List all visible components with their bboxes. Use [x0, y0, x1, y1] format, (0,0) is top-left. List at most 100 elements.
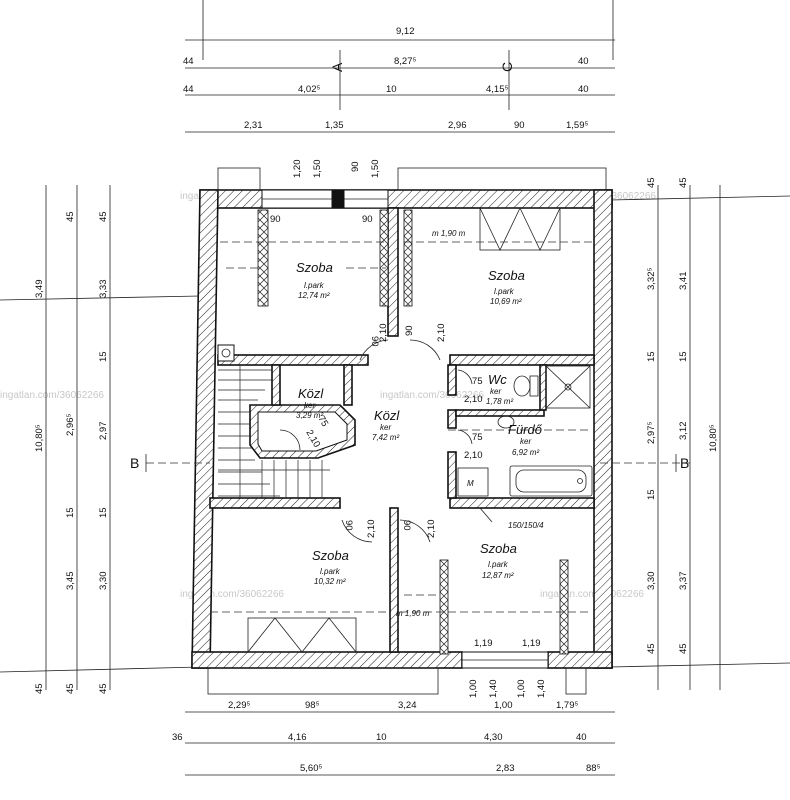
- wall-kozl-small-left: [271, 364, 281, 406]
- watermark: ingatlan.com/36062266: [380, 390, 484, 401]
- dim-value: 4,02⁵: [298, 84, 320, 95]
- watermark: ingatlan.com/36062266: [0, 390, 104, 401]
- dim-value: 15: [65, 507, 76, 518]
- dim-value: 3,24: [398, 700, 417, 711]
- wall-furdo-left-lower: [447, 451, 457, 499]
- room-szoba-nw: Szoba l.park 12,74 m²: [296, 260, 333, 300]
- dim-value: 3,41: [678, 272, 689, 291]
- dim-value: 8,27⁵: [394, 56, 416, 67]
- exterior-walls: [191, 167, 613, 695]
- chimney-left: [217, 167, 261, 191]
- room-area: 10,32 m²: [314, 577, 346, 586]
- dim-value: 2,97⁵: [646, 422, 657, 444]
- furdo-fixtures: [457, 415, 593, 497]
- dim-value: 45: [65, 211, 76, 222]
- dim-value: 45: [98, 683, 109, 694]
- dim-value: 3,33: [98, 280, 109, 299]
- dim-value: 2,31: [244, 120, 263, 131]
- dim-top-total: 9,12: [396, 26, 415, 37]
- wall-bottom-right: [547, 651, 613, 669]
- dim-value: 4,15⁵: [486, 84, 508, 95]
- room-floor: ker: [490, 387, 501, 396]
- dim-value: 90: [514, 120, 525, 131]
- room-kozl-main: Közl ker 7,42 m²: [372, 408, 400, 442]
- wall-kozl-small-right: [343, 364, 353, 406]
- room-szoba-sw: Szoba l.park 10,32 m²: [312, 548, 349, 586]
- dim-value: 15: [646, 489, 657, 500]
- dim-value: 75: [472, 376, 483, 387]
- room-area: 7,42 m²: [372, 433, 399, 442]
- annotation-m-box: M: [467, 479, 474, 488]
- annotation-height: m 1,90 m: [432, 229, 466, 238]
- axis-label-b-left: B: [130, 455, 139, 471]
- dim-value: 90: [350, 161, 361, 172]
- dim-value: 1,79⁵: [556, 700, 578, 711]
- wall-int-h-lower-left: [209, 497, 341, 509]
- dim-value: 1,20: [292, 160, 303, 179]
- room-name: Wc: [488, 372, 507, 387]
- room-area: 6,92 m²: [512, 448, 539, 457]
- dim-value: 2,10: [464, 394, 483, 405]
- dim-value: 4,16: [288, 732, 307, 743]
- right-dimensions: 45 3,32⁵ 15 2,97⁵ 15 3,30 45 45 3,41 15 …: [646, 177, 719, 654]
- dim-value: 3,30: [98, 572, 109, 591]
- dim-value: 3,30: [646, 572, 657, 591]
- dim-value: 3,32⁵: [646, 268, 657, 290]
- left-dimensions: 3,49 10,80⁵ 45 45 2,96⁵ 15 3,45 45 45 3,…: [34, 211, 109, 694]
- dim-value: 44: [183, 84, 194, 95]
- annotation-vent: 150/150/4: [508, 521, 544, 530]
- dim-value: 98⁵: [305, 700, 320, 711]
- wardrobe-ne: [479, 207, 561, 251]
- dim-value: 1,19: [522, 638, 541, 649]
- dim-value: 45: [65, 683, 76, 694]
- dim-value: 90: [404, 325, 415, 336]
- room-name: Közl: [374, 408, 400, 423]
- wall-int-v-top: [387, 207, 399, 337]
- dim-value: 45: [646, 177, 657, 188]
- dim-value: 2,29⁵: [228, 700, 250, 711]
- room-name: Fürdő: [508, 422, 543, 437]
- room-floor: l.park: [488, 560, 509, 569]
- top-dimensions: 9,12 44 8,27⁵ 40 44 4,02⁵ 10 4,15⁵ 40 2,…: [183, 26, 589, 225]
- dim-value: 40: [578, 56, 589, 67]
- dim-value: 3,37: [678, 572, 689, 591]
- dim-value: 88⁵: [586, 763, 601, 774]
- dim-value: 2,97: [98, 422, 109, 441]
- dim-value: 90: [369, 336, 380, 347]
- wall-int-h-upper-left: [217, 354, 369, 366]
- dim-value: 5,60⁵: [300, 763, 322, 774]
- dim-value: 15: [98, 507, 109, 518]
- dim-value: 75: [315, 414, 330, 429]
- dim-value: 2,10: [378, 324, 389, 343]
- site-line-left: [0, 295, 201, 301]
- axis-label-b-right: B: [680, 455, 689, 471]
- dim-value: 15: [678, 351, 689, 362]
- wall-right: [593, 189, 613, 669]
- dim-value: 2,10: [426, 520, 437, 539]
- dim-value: 10: [376, 732, 387, 743]
- room-floor: ker: [304, 401, 315, 410]
- dim-value: 4,30: [484, 732, 503, 743]
- staircase: [218, 365, 330, 498]
- dim-value: 15: [98, 351, 109, 362]
- door-arcs: [279, 339, 493, 543]
- room-kozl-small: Közl ker 3,29 m²: [296, 386, 324, 420]
- wall-int-h-upper-right: [449, 354, 595, 366]
- dim-value: 75: [472, 432, 483, 443]
- dim-value: 90: [362, 214, 373, 225]
- wall-int-v-bottom: [389, 507, 399, 653]
- room-area: 10,69 m²: [490, 297, 522, 306]
- room-name: Szoba: [312, 548, 349, 563]
- wc-fixtures: [513, 365, 591, 409]
- bottom-balcony: [207, 667, 439, 695]
- dim-value: 1,19: [474, 638, 493, 649]
- watermarks: ingatlan.com/36062266 ingatlan.com/36062…: [0, 191, 656, 600]
- dim-value: 2,83: [496, 763, 515, 774]
- dim-value: 45: [678, 643, 689, 654]
- dim-value: 1,00: [468, 680, 479, 699]
- room-floor: l.park: [494, 287, 515, 296]
- room-floor: l.park: [304, 281, 325, 290]
- room-name: Szoba: [480, 541, 517, 556]
- dim-value: 3,45: [65, 572, 76, 591]
